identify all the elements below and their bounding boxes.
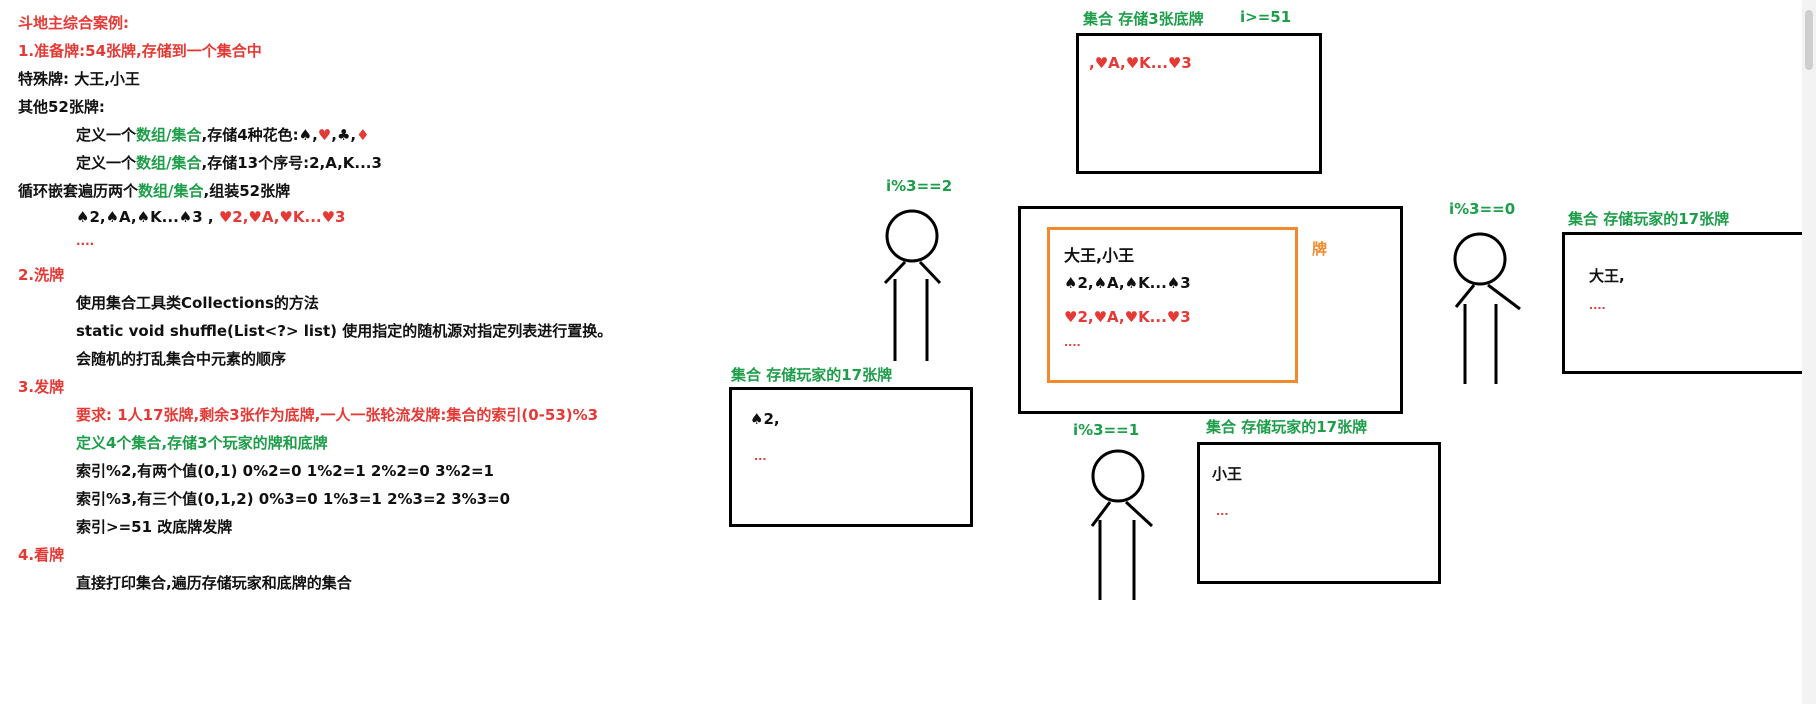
deal-line-1: 要求: 1人17张牌,剩余3张作为底牌,一人一张轮流发牌:集合的索引(0-53)… (76, 406, 599, 424)
middle-player-label: 集合 存储玩家的17张牌 (1206, 418, 1368, 436)
deck-spades: ♠2,♠A,♠K...♠3 (1064, 274, 1191, 292)
bottom-cards-label: 集合 存储3张底牌 (1083, 10, 1204, 28)
text: ,组装52张牌 (203, 182, 291, 200)
text: ,存储4种花色: (201, 126, 299, 144)
highlight: 数组/集合 (136, 154, 202, 172)
text: 定义一个 (76, 126, 137, 144)
ellipsis: .... (76, 234, 95, 248)
left-player-figure (883, 209, 942, 361)
club-icon: ♣ (336, 126, 351, 144)
highlight: 数组/集合 (136, 126, 202, 144)
sep: , (350, 126, 357, 144)
other-cards-line: 其他52张牌: (18, 98, 105, 116)
right-player-card: 大王, (1589, 267, 1625, 285)
loop-line: 循环嵌套遍历两个数组/集合,组装52张牌 (18, 180, 290, 201)
heart-cards: ♥2,♥A,♥K...♥3 (213, 208, 346, 226)
text: ,存储13个序号:2,A,K...3 (201, 154, 382, 172)
right-player-label: 集合 存储玩家的17张牌 (1568, 210, 1730, 228)
section-4-title: 4.看牌 (18, 546, 65, 564)
scrollbar-thumb[interactable] (1805, 10, 1813, 70)
deal-line-4: 索引%3,有三个值(0,1,2) 0%3=0 1%3=1 2%3=2 3%3=0 (76, 490, 511, 508)
vertical-scrollbar[interactable] (1802, 0, 1816, 704)
middle-player-condition: i%3==1 (1073, 421, 1140, 439)
middle-player-box: 小王 ... (1197, 442, 1441, 584)
spade-icon: ♠ (298, 126, 313, 144)
deal-line-2: 定义4个集合,存储3个玩家的牌和底牌 (76, 434, 328, 452)
deck-ellipsis: .... (1064, 336, 1081, 349)
right-player-figure (1453, 232, 1521, 384)
middle-player-card: 小王 (1212, 465, 1243, 483)
heart-icon: ♥ (317, 126, 332, 144)
spade-cards: ♠2,♠A,♠K...♠3 (76, 208, 203, 226)
deck-hearts: ♥2,♥A,♥K...♥3 (1064, 308, 1191, 326)
bottom-cards-box: ,♥A,♥K...♥3 (1076, 33, 1322, 174)
deal-line-3: 索引%2,有两个值(0,1) 0%2=0 1%2=1 2%2=0 3%2=1 (76, 462, 494, 480)
view-line-1: 直接打印集合,遍历存储玩家和底牌的集合 (76, 574, 352, 592)
shuffle-line-2: static void shuffle(List<?> list) 使用指定的随… (76, 322, 613, 340)
sep: , (312, 126, 318, 144)
middle-player-ellipsis: ... (1216, 505, 1229, 518)
left-player-box: ♠2, ... (729, 387, 973, 527)
shuffle-line-1: 使用集合工具类Collections的方法 (76, 294, 319, 312)
deck-box: 大王,小王 ♠2,♠A,♠K...♠3 ♥2,♥A,♥K...♥3 .... (1018, 206, 1403, 414)
deal-line-5: 索引>=51 改底牌发牌 (76, 518, 233, 536)
right-player-box: 大王, .... (1562, 232, 1806, 374)
bottom-cards-content: ,♥A,♥K...♥3 (1089, 54, 1192, 72)
notes-title: 斗地主综合案例: (18, 14, 129, 32)
deck-label: 牌 (1312, 240, 1328, 258)
left-player-ellipsis: ... (754, 450, 767, 463)
left-player-card: ♠2, (750, 410, 780, 428)
define-suits-line: 定义一个数组/集合,存储4种花色:♠,♥,♣,♦ (76, 124, 370, 145)
middle-player-figure (1090, 449, 1154, 600)
section-1-title: 1.准备牌:54张牌,存储到一个集合中 (18, 42, 262, 60)
left-player-condition: i%3==2 (886, 177, 953, 195)
shuffle-line-3: 会随机的打乱集合中元素的顺序 (76, 350, 287, 368)
deck-inner-box: 大王,小王 ♠2,♠A,♠K...♠3 ♥2,♥A,♥K...♥3 .... (1047, 227, 1298, 383)
special-cards-line: 特殊牌: 大王,小王 (18, 70, 140, 88)
diamond-icon: ♦ (356, 126, 370, 144)
section-3-title: 3.发牌 (18, 378, 65, 396)
assembled-cards-line: ♠2,♠A,♠K...♠3 , ♥2,♥A,♥K...♥3 (76, 208, 345, 226)
text: 循环嵌套遍历两个 (18, 182, 139, 200)
sep: , (331, 126, 337, 144)
deck-jokers: 大王,小王 (1064, 246, 1135, 265)
bottom-cards-condition: i>=51 (1240, 8, 1292, 26)
sep: , (202, 208, 214, 226)
highlight: 数组/集合 (138, 182, 204, 200)
define-ranks-line: 定义一个数组/集合,存储13个序号:2,A,K...3 (76, 152, 382, 173)
left-player-label: 集合 存储玩家的17张牌 (731, 366, 893, 384)
right-player-ellipsis: .... (1589, 299, 1606, 312)
section-2-title: 2.洗牌 (18, 266, 65, 284)
text: 定义一个 (76, 154, 137, 172)
right-player-condition: i%3==0 (1449, 200, 1516, 218)
